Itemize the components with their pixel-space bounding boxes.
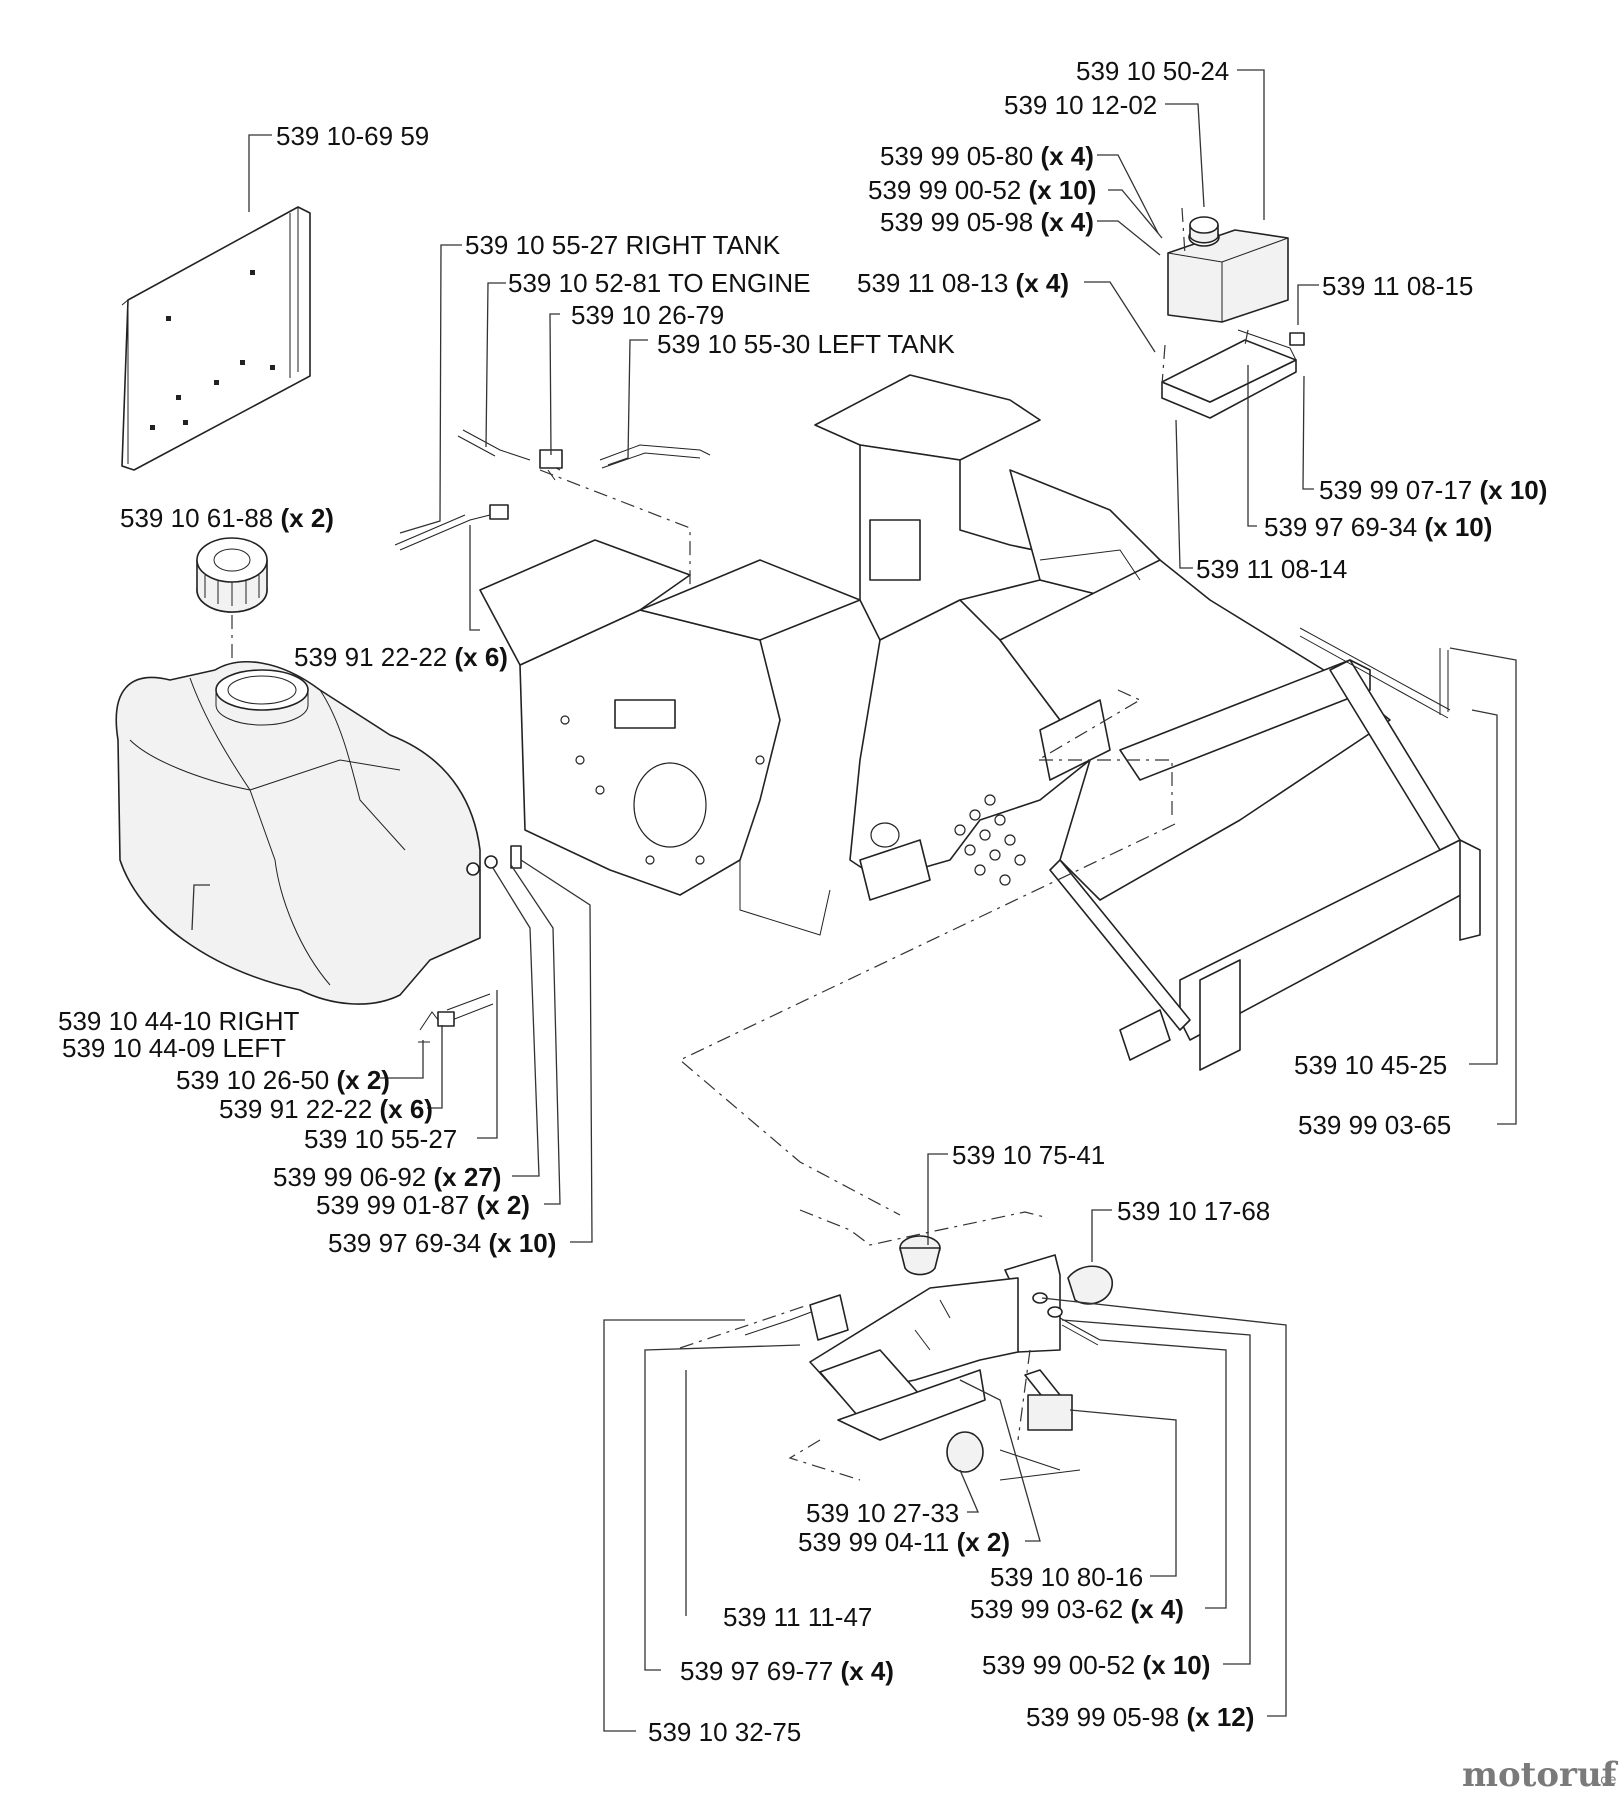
part-label: 539 99 05-98 (x 4)	[880, 207, 1094, 237]
reservoir-tank-part	[1167, 216, 1289, 323]
part-label: 539 97 69-34 (x 10)	[1264, 512, 1492, 542]
part-label: 539 91 22-22 (x 6)	[294, 642, 508, 672]
part-label: 539 10 55-30 LEFT TANK	[657, 329, 955, 359]
part-label: 539 97 69-34 (x 10)	[328, 1228, 556, 1258]
part-label: 539 10 27-33	[806, 1498, 959, 1528]
part-label: 539 10 75-41	[952, 1140, 1105, 1170]
fuel-hoses-part	[394, 429, 711, 551]
part-label: 539 99 01-87 (x 2)	[316, 1190, 530, 1220]
tank-fittings-part	[418, 845, 522, 1043]
part-label: 539 11 08-14	[1196, 554, 1347, 584]
part-label: 539 99 07-17 (x 10)	[1319, 475, 1547, 505]
part-label: 539 10 61-88 (x 2)	[120, 503, 334, 533]
part-label: 539 91 22-22 (x 6)	[219, 1094, 433, 1124]
part-label: 539 10 55-27	[304, 1124, 457, 1154]
part-label: 539 10 32-75	[648, 1717, 801, 1747]
watermark-brand: motoruf	[1462, 1755, 1619, 1795]
part-label: 539 11 08-13 (x 4)	[857, 268, 1069, 298]
construction-lines	[231, 207, 1249, 1481]
chassis-frame-part	[479, 374, 1481, 1071]
part-label: 539 99 05-80 (x 4)	[880, 141, 1094, 171]
part-label: 539 99 00-52 (x 10)	[868, 175, 1096, 205]
part-label: 539 10 44-09 LEFT	[62, 1033, 286, 1063]
part-label: 539 10 80-16	[990, 1562, 1143, 1592]
part-label: 539 10 26-50 (x 2)	[176, 1065, 390, 1095]
part-label: 539 10 12-02	[1004, 90, 1157, 120]
part-label: 539 10 17-68	[1117, 1196, 1270, 1226]
part-label: 539 99 00-52 (x 10)	[982, 1650, 1210, 1680]
part-label: 539 10 45-25	[1294, 1050, 1447, 1080]
part-labels: 539 10-69 59 539 10 55-27 RIGHT TANK 539…	[58, 56, 1547, 1747]
control-bracket-part	[744, 1235, 1113, 1481]
part-label: 539 10 44-10 RIGHT	[58, 1006, 299, 1036]
part-label: 539 10 50-24	[1076, 56, 1229, 86]
fuel-tank-part	[115, 661, 481, 1005]
rod-part	[1299, 627, 1451, 719]
leader-lines	[191, 69, 1517, 1732]
watermark-suffix: .de	[1596, 1773, 1616, 1788]
part-label: 539 11 08-15	[1322, 271, 1473, 301]
part-label: 539 99 03-65	[1298, 1110, 1451, 1140]
fuel-cap-part	[196, 537, 268, 613]
part-label: 539 10 52-81 TO ENGINE	[508, 268, 811, 298]
part-label: 539 99 05-98 (x 12)	[1026, 1702, 1254, 1732]
part-label: 539 10 55-27 RIGHT TANK	[465, 230, 781, 260]
part-label: 539 10 26-79	[571, 300, 724, 330]
part-label: 539 10-69 59	[276, 121, 429, 151]
part-label: 539 11 11-47	[723, 1602, 872, 1632]
part-label: 539 97 69-77 (x 4)	[680, 1656, 894, 1686]
side-panel-part	[121, 206, 311, 471]
part-label: 539 99 06-92 (x 27)	[273, 1162, 501, 1192]
part-label: 539 99 04-11 (x 2)	[798, 1527, 1010, 1557]
tank-bracket-part	[1161, 329, 1305, 419]
watermark-logo: motoruf .de	[1462, 1755, 1619, 1795]
part-label: 539 99 03-62 (x 4)	[970, 1594, 1184, 1624]
